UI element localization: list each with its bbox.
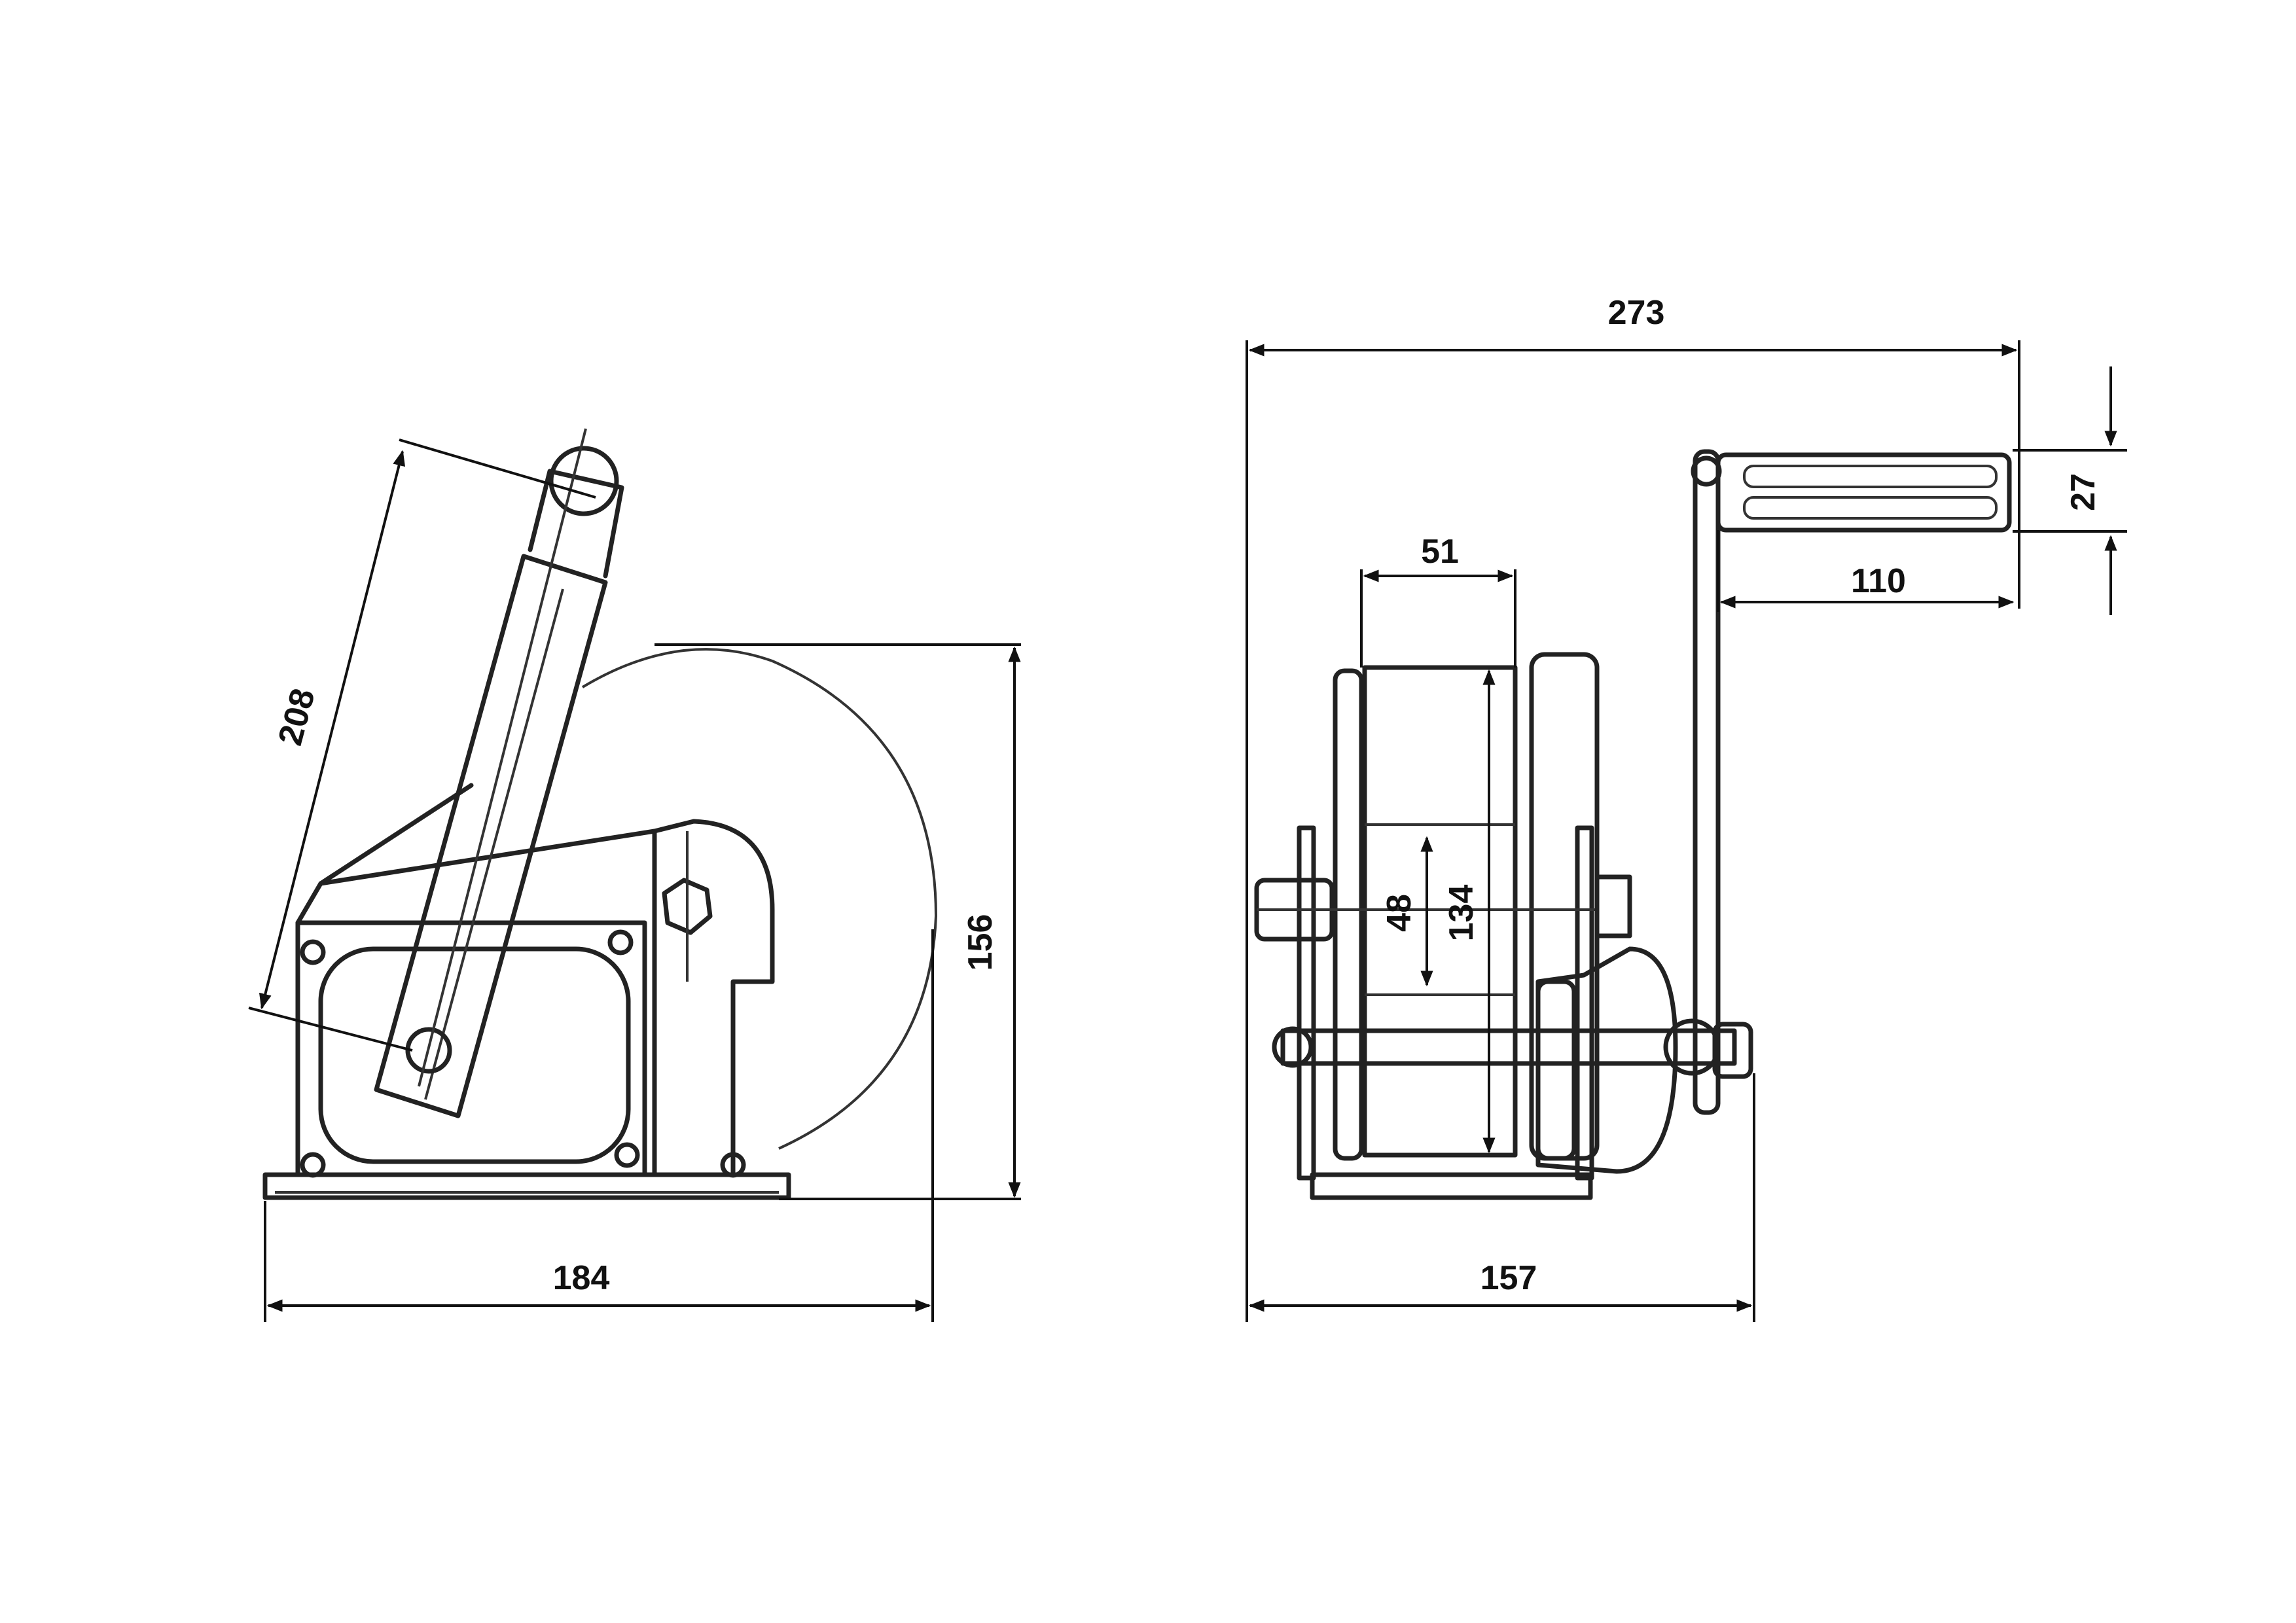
overall-width-label: 273 xyxy=(1608,294,1665,332)
dimension-height: 156 xyxy=(655,643,1021,1200)
bolt-icon xyxy=(614,1142,640,1168)
drum-width-label: 51 xyxy=(1421,533,1459,571)
dimension-flange-diameter: 134 xyxy=(1443,669,1496,1154)
axle-stub-right xyxy=(1594,874,1632,938)
bolt-icon xyxy=(300,1152,326,1178)
dimension-drum-core: 48 xyxy=(1380,836,1433,987)
side-view: 208 156 184 xyxy=(248,428,1021,1322)
flange-diameter-label: 134 xyxy=(1443,885,1480,942)
base-plate xyxy=(262,1172,791,1200)
grip-length-label: 110 xyxy=(1851,562,1906,600)
height-label: 156 xyxy=(961,914,999,971)
crank-arm xyxy=(1693,449,1721,1115)
frame-plate-left xyxy=(1297,825,1316,1181)
bolt-icon xyxy=(720,1152,746,1178)
grip-width-label: 27 xyxy=(2064,473,2102,511)
dimension-body-width: 157 xyxy=(1248,1073,1755,1322)
handle-length-label: 208 xyxy=(271,685,322,749)
bolt-icon xyxy=(607,929,634,955)
dimension-drum-width: 51 xyxy=(1360,533,1516,668)
dimension-grip-width: 27 xyxy=(2013,366,2127,615)
front-view: 273 51 48 134 27 xyxy=(1246,294,2127,1322)
drum-flange-right xyxy=(1529,652,1600,1161)
drum-body xyxy=(1362,665,1518,1158)
frame-base xyxy=(1310,1172,1593,1200)
crank-handle xyxy=(374,428,624,1118)
brake-hub xyxy=(1535,946,1678,1174)
drum-flange-left xyxy=(1333,668,1364,1161)
dimension-handle-length: 208 xyxy=(248,438,596,1052)
axle-nut xyxy=(662,878,713,935)
dimension-grip-length: 110 xyxy=(1717,530,2015,612)
drum-core-label: 48 xyxy=(1380,894,1418,932)
drum-arc xyxy=(581,648,938,1150)
handle-grip xyxy=(1715,452,2012,533)
lower-shaft xyxy=(1280,1028,1737,1066)
body-width-label: 157 xyxy=(1480,1259,1537,1297)
dimension-width: 184 xyxy=(264,929,934,1322)
width-label: 184 xyxy=(553,1259,610,1297)
crank-hub xyxy=(1712,1022,1753,1079)
dimension-overall-width: 273 xyxy=(1246,294,2020,1322)
bolt-icon xyxy=(300,939,326,965)
brake-disc xyxy=(1535,979,1577,1161)
nut-icon xyxy=(1272,1026,1314,1068)
frame-plate-right xyxy=(1575,825,1594,1181)
handle-knob xyxy=(548,446,619,516)
